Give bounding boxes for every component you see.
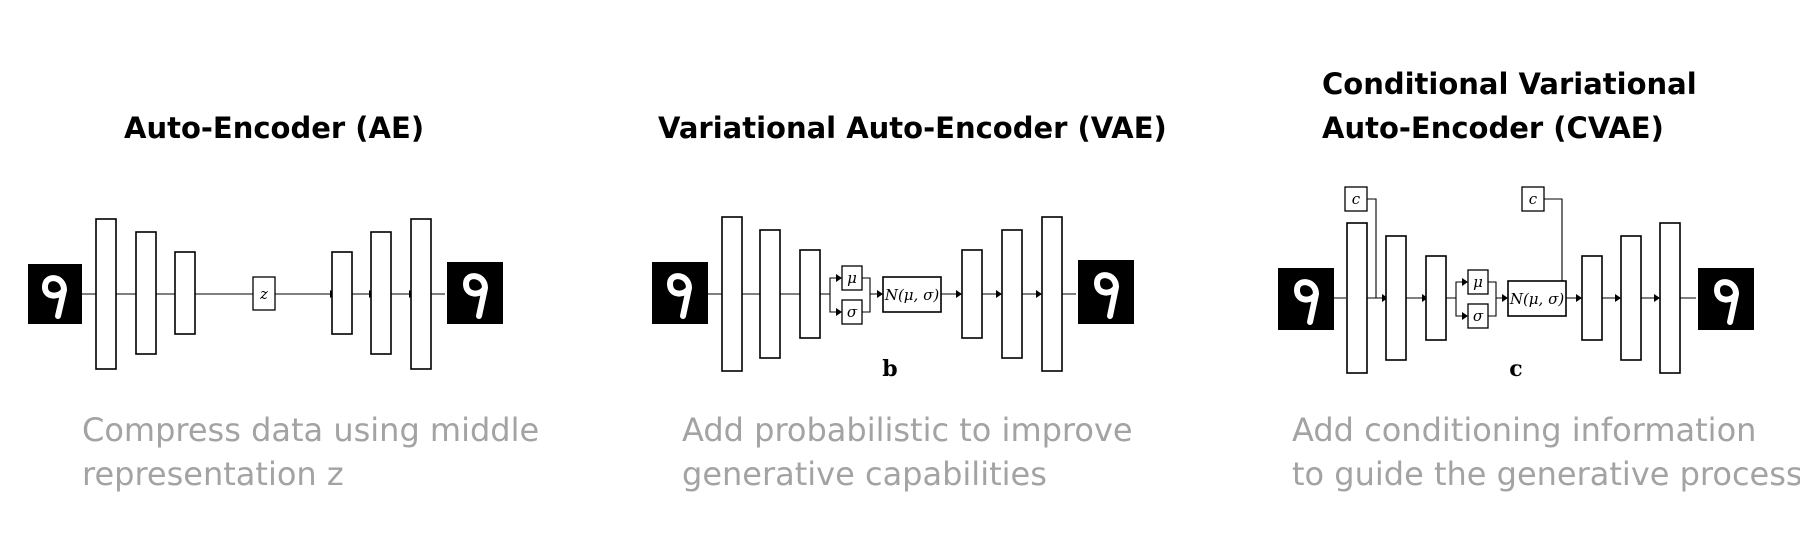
panel-title: Auto-Encoder (AE) [124,111,425,145]
decoder-layer [961,249,983,339]
input-digit-image [652,262,708,324]
decoder-layer [1001,229,1023,359]
normal-distribution-node [1507,280,1567,317]
encoder-layer [759,229,781,359]
decoder-layer [370,231,392,355]
sigma-label: σ [1473,307,1484,325]
panel-vae: Variational Auto-Encoder (VAE) μ σ N(μ, … [600,0,1180,544]
sigma-node [1467,303,1489,329]
decoder-layer [1659,222,1681,374]
latent-z-node [252,276,276,311]
encoder-layer [1425,255,1447,341]
cvae-diagram: c c μ σ N(μ, σ) c [1278,186,1754,382]
panel-caption: Add probabilistic to improve generative … [682,411,1133,493]
panel-caption: Add conditioning information to guide th… [1292,411,1800,493]
encoder-layer [135,231,157,355]
ae-diagram: z [28,218,503,370]
input-digit-image [28,264,82,324]
sigma-label: σ [847,303,858,321]
mu-node [1467,269,1489,295]
arrow-heads [1382,278,1660,320]
panel-sublabel: c [1509,356,1522,382]
normal-distribution-label: N(μ, σ) [884,286,940,304]
mu-label: μ [1473,273,1483,291]
panel-ae: Auto-Encoder (AE) z Compress data usi [0,0,560,544]
encoder-layer [1346,222,1368,374]
output-digit-image [447,262,503,324]
mu-label: μ [847,269,857,287]
input-digit-image [1278,268,1334,330]
normal-distribution-node [882,276,942,313]
encoder-layer [174,251,196,335]
decoder-layer [331,251,353,335]
condition-label-decoder: c [1529,190,1538,208]
decoder-layer [1581,255,1603,341]
panel-caption: Compress data using middle representatio… [82,411,540,493]
panel-sublabel: b [882,356,897,382]
encoder-layer [721,216,743,372]
encoder-layer [1385,235,1407,361]
panel-title: Variational Auto-Encoder (VAE) [658,111,1167,145]
decoder-layer [1041,216,1063,372]
output-digit-image [1078,260,1134,324]
panel-cvae: Conditional Variational Auto-Encoder (CV… [1220,0,1800,544]
normal-distribution-label: N(μ, σ) [1509,290,1565,308]
output-digit-image [1698,268,1754,330]
vae-diagram: μ σ N(μ, σ) b [652,216,1134,382]
mu-node [841,265,863,291]
panel-title: Conditional Variational Auto-Encoder (CV… [1322,67,1697,145]
decoder-layer [1620,235,1642,361]
encoder-layer [95,218,117,370]
latent-z-label: z [259,285,268,303]
sigma-node [841,299,863,325]
decoder-layer [410,218,432,370]
encoder-layer [799,249,821,339]
condition-label-encoder: c [1352,190,1361,208]
